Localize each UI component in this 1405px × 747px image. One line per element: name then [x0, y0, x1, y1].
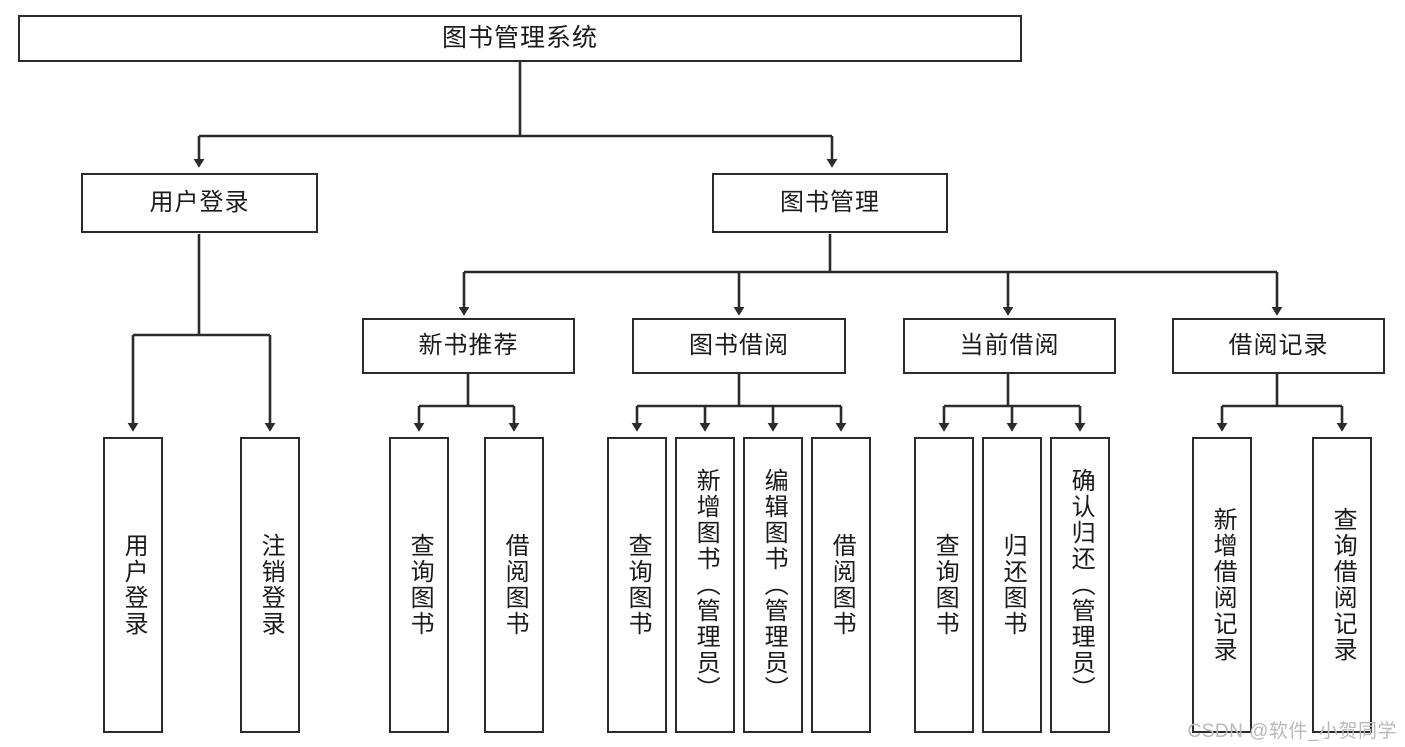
node-user-login[interactable]: 用户登录 — [81, 173, 318, 233]
leaf-confirm-return-admin[interactable]: 确认归还（管理员） — [1050, 437, 1110, 733]
leaf-borrow-book-label: 借阅图书 — [828, 533, 856, 637]
leaf-edit-book-admin-label: 编辑图书（管理员） — [760, 468, 788, 702]
leaf-user-login[interactable]: 用户登录 — [103, 437, 163, 733]
leaf-logout-label: 注销登录 — [257, 533, 285, 637]
leaf-query-borrow-record[interactable]: 查询借阅记录 — [1312, 437, 1372, 733]
node-borrow-records[interactable]: 借阅记录 — [1172, 318, 1385, 374]
leaf-return-book[interactable]: 归还图书 — [982, 437, 1042, 733]
node-book-management-label: 图书管理 — [780, 188, 880, 216]
node-current-borrow-label: 当前借阅 — [959, 331, 1060, 359]
leaf-borrow-book[interactable]: 借阅图书 — [811, 437, 871, 733]
node-root[interactable]: 图书管理系统 — [18, 15, 1022, 62]
leaf-add-book-admin-label: 新增图书（管理员） — [692, 468, 720, 702]
leaf-return-book-label: 归还图书 — [999, 533, 1027, 637]
leaf-user-login-label: 用户登录 — [120, 533, 148, 637]
node-current-borrow[interactable]: 当前借阅 — [903, 318, 1116, 374]
leaf-add-borrow-record[interactable]: 新增借阅记录 — [1192, 437, 1252, 733]
leaf-borrow-book-recommend-label: 借阅图书 — [501, 533, 529, 637]
node-book-management[interactable]: 图书管理 — [712, 173, 948, 233]
leaf-query-book-current-label: 查询图书 — [931, 533, 959, 637]
node-borrow-records-label: 借阅记录 — [1228, 331, 1329, 359]
leaf-confirm-return-admin-label: 确认归还（管理员） — [1067, 468, 1095, 702]
node-root-label: 图书管理系统 — [441, 23, 598, 52]
leaf-query-book-borrow-label: 查询图书 — [624, 533, 652, 637]
node-new-book-recommend-label: 新书推荐 — [418, 331, 519, 359]
node-book-borrow[interactable]: 图书借阅 — [632, 318, 846, 374]
leaf-borrow-book-recommend[interactable]: 借阅图书 — [484, 437, 544, 733]
leaf-add-book-admin[interactable]: 新增图书（管理员） — [675, 437, 735, 733]
node-book-borrow-label: 图书借阅 — [689, 331, 789, 359]
leaf-add-borrow-record-label: 新增借阅记录 — [1209, 507, 1237, 663]
node-user-login-label: 用户登录 — [149, 188, 250, 216]
leaf-edit-book-admin[interactable]: 编辑图书（管理员） — [743, 437, 803, 733]
leaf-query-book-recommend[interactable]: 查询图书 — [389, 437, 449, 733]
leaf-query-book-recommend-label: 查询图书 — [406, 533, 434, 637]
leaf-query-book-borrow[interactable]: 查询图书 — [607, 437, 667, 733]
leaf-query-book-current[interactable]: 查询图书 — [914, 437, 974, 733]
node-new-book-recommend[interactable]: 新书推荐 — [362, 318, 575, 374]
leaf-logout[interactable]: 注销登录 — [240, 437, 300, 733]
leaf-query-borrow-record-label: 查询借阅记录 — [1329, 507, 1357, 663]
